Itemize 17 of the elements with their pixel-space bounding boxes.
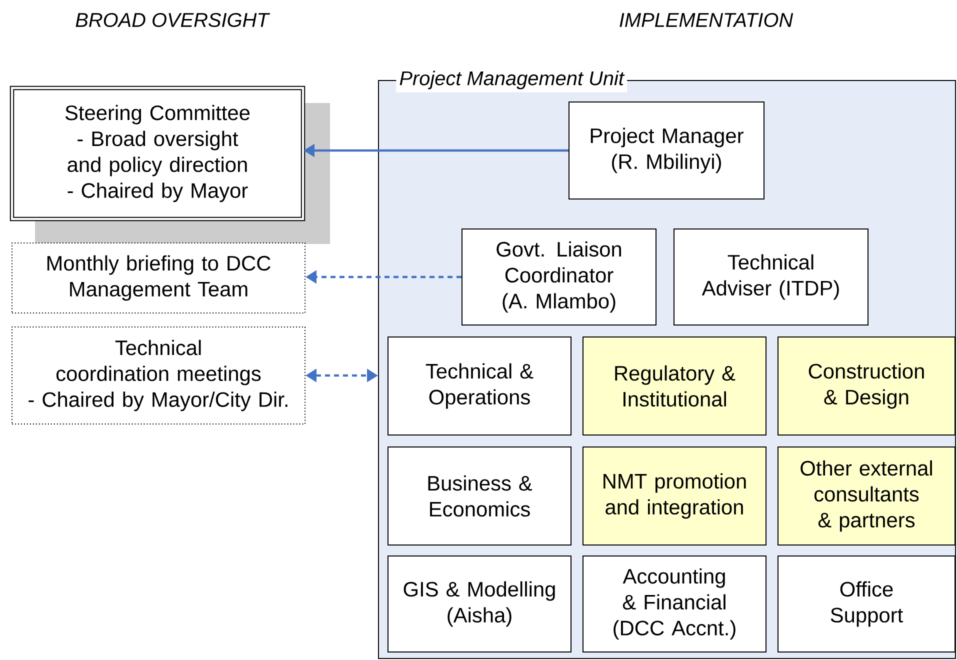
heading: IMPLEMENTATION (620, 12, 794, 28)
role-box: Other external consultants & partners (778, 446, 956, 546)
role-box: Business & Economics (388, 446, 572, 546)
role-box: NMT promotion and integration (582, 446, 766, 546)
role-box: Technical Adviser (ITDP) (674, 228, 868, 326)
role-box: Technical & Operations (388, 336, 572, 436)
role-box: Project Manager (R. Mbilinyi) (568, 102, 764, 200)
heading: BROAD OVERSIGHT (76, 12, 270, 28)
role-box: Office Support (778, 556, 956, 652)
role-box: Govt. Liaison Coordinator (A. Mlambo) (462, 228, 656, 326)
role-box: Accounting & Financial (DCC Accnt.) (582, 556, 766, 652)
role-box: GIS & Modelling (Aisha) (388, 556, 572, 652)
committee-box: Steering Committee - Broad oversight and policy direction - Chaired by Mayor (10, 86, 306, 222)
role-box: Construction & Design (778, 336, 956, 436)
committee-box: Monthly briefing to DCC Management Team (12, 242, 306, 314)
role-box: Regulatory & Institutional (582, 336, 766, 436)
committee-box: Technical coordination meetings - Chaired by Mayor/City Dir. (12, 326, 306, 424)
